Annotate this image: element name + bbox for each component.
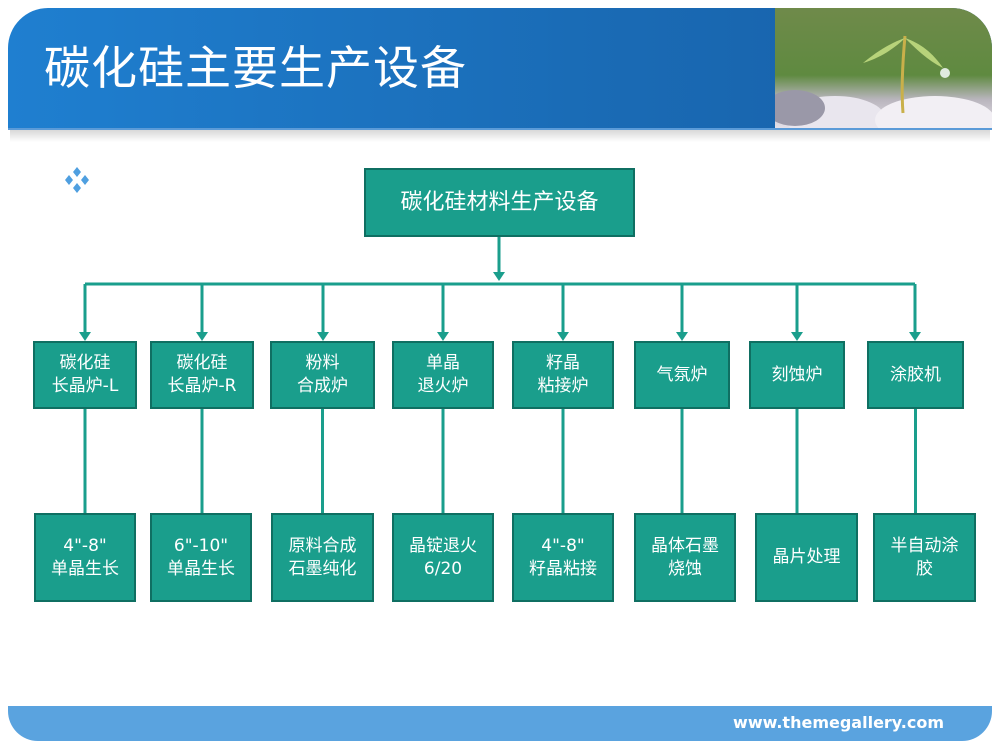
sprout-icon [775, 35, 992, 128]
equipment-detail-node: 4"-8" 单晶生长 [34, 513, 136, 602]
arrow-head [676, 332, 688, 341]
arrow-head [909, 332, 921, 341]
title-banner: 碳化硅主要生产设备 [8, 8, 992, 130]
equipment-node: 涂胶机 [867, 341, 964, 409]
arrow-head [437, 332, 449, 341]
arrow-head [493, 272, 505, 281]
footer-url[interactable]: www.themegallery.com [733, 713, 944, 732]
equipment-node: 刻蚀炉 [749, 341, 845, 409]
diamond-bullet-icon [65, 167, 89, 193]
equipment-node: 粉料 合成炉 [270, 341, 375, 409]
root-node: 碳化硅材料生产设备 [364, 168, 635, 237]
equipment-detail-node: 半自动涂 胶 [873, 513, 976, 602]
equipment-detail-node: 晶锭退火 6/20 [392, 513, 494, 602]
arrow-head [791, 332, 803, 341]
equipment-node: 籽晶 粘接炉 [512, 341, 614, 409]
page-title: 碳化硅主要生产设备 [44, 41, 467, 95]
equipment-node: 碳化硅 长晶炉-L [33, 341, 137, 409]
equipment-detail-node: 原料合成 石墨纯化 [271, 513, 374, 602]
arrow-head [196, 332, 208, 341]
equipment-detail-node: 4"-8" 籽晶粘接 [512, 513, 614, 602]
arrow-head [317, 332, 329, 341]
arrow-head [557, 332, 569, 341]
equipment-detail-node: 晶体石墨 烧蚀 [634, 513, 736, 602]
sprout-photo [775, 8, 992, 128]
banner-shadow [10, 130, 990, 142]
equipment-node: 单晶 退火炉 [392, 341, 494, 409]
equipment-detail-node: 晶片处理 [755, 513, 858, 602]
equipment-detail-node: 6"-10" 单晶生长 [150, 513, 252, 602]
arrow-head [79, 332, 91, 341]
equipment-node: 气氛炉 [634, 341, 730, 409]
equipment-node: 碳化硅 长晶炉-R [150, 341, 254, 409]
footer-bar: www.themegallery.com [8, 706, 992, 741]
